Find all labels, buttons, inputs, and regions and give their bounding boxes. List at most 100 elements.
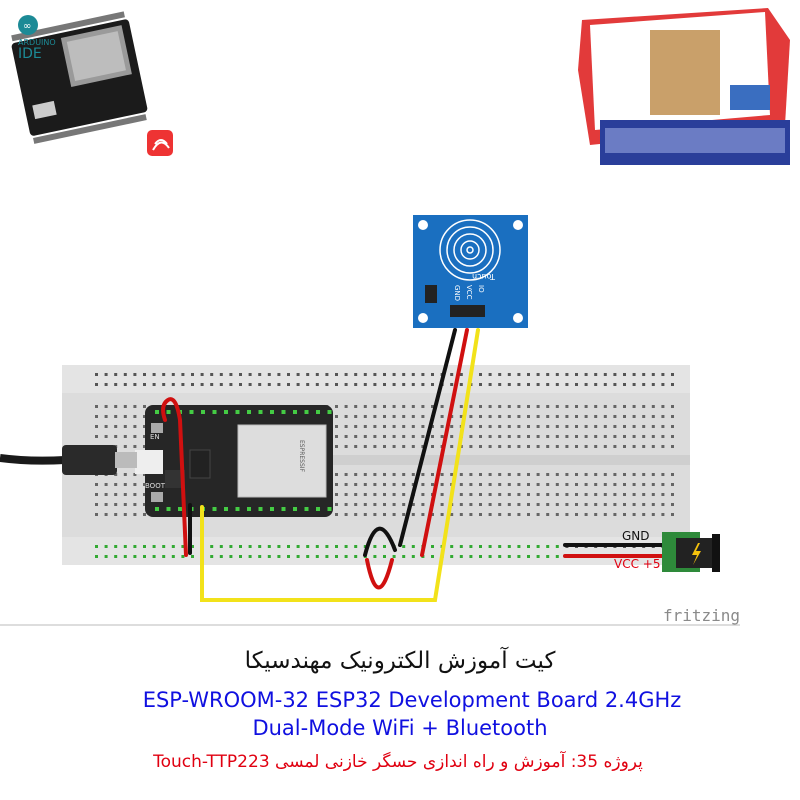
breadboard-hole bbox=[335, 473, 338, 476]
boot-button[interactable] bbox=[151, 492, 163, 502]
breadboard-hole bbox=[575, 373, 578, 376]
breadboard-hole bbox=[114, 373, 118, 376]
breadboard-hole bbox=[306, 545, 310, 548]
breadboard-hole bbox=[258, 555, 262, 558]
breadboard-hole bbox=[411, 373, 415, 376]
breadboard-hole bbox=[603, 483, 607, 486]
breadboard-hole bbox=[344, 405, 348, 408]
breadboard-hole bbox=[671, 473, 674, 476]
breadboard-hole bbox=[565, 405, 569, 408]
breadboard-hole bbox=[258, 383, 262, 386]
breadboard-hole bbox=[594, 445, 598, 448]
en-button[interactable] bbox=[151, 423, 163, 433]
breadboard-hole bbox=[440, 503, 444, 506]
breadboard-hole bbox=[114, 545, 118, 548]
breadboard-hole bbox=[584, 405, 588, 408]
breadboard-hole bbox=[354, 373, 358, 376]
breadboard-hole bbox=[95, 435, 98, 438]
breadboard-hole bbox=[133, 435, 137, 438]
breadboard-hole bbox=[623, 383, 626, 386]
breadboard-hole bbox=[507, 545, 511, 548]
breadboard-hole bbox=[594, 473, 598, 476]
breadboard-hole bbox=[431, 425, 434, 428]
breadboard-hole bbox=[661, 435, 665, 438]
breadboard-hole bbox=[651, 445, 655, 448]
breadboard-hole bbox=[354, 483, 358, 486]
breadboard-hole bbox=[479, 473, 482, 476]
breadboard-hole bbox=[402, 405, 406, 408]
breadboard-hole bbox=[661, 483, 665, 486]
breadboard-hole bbox=[613, 513, 617, 516]
breadboard-hole bbox=[498, 383, 502, 386]
breadboard-hole bbox=[498, 373, 502, 376]
breadboard-hole bbox=[258, 545, 262, 548]
breadboard-hole bbox=[661, 493, 665, 496]
breadboard-hole bbox=[469, 435, 473, 438]
breadboard-hole bbox=[229, 383, 233, 386]
breadboard-hole bbox=[517, 493, 521, 496]
breadboard-hole bbox=[123, 483, 127, 486]
breadboard-hole bbox=[411, 545, 415, 548]
breadboard-hole bbox=[613, 405, 617, 408]
breadboard-hole bbox=[133, 473, 137, 476]
breadboard-hole bbox=[613, 483, 617, 486]
breadboard-hole bbox=[392, 483, 396, 486]
breadboard-hole bbox=[623, 415, 626, 418]
breadboard-hole bbox=[546, 473, 550, 476]
breadboard-hole bbox=[459, 405, 463, 408]
breadboard-hole bbox=[421, 473, 425, 476]
breadboard-hole bbox=[421, 415, 425, 418]
kit-title-fa: کیت آموزش الکترونیک مهندسیکا bbox=[244, 648, 556, 674]
breadboard-hole bbox=[575, 483, 578, 486]
breadboard-hole bbox=[392, 473, 396, 476]
breadboard-hole bbox=[546, 445, 550, 448]
breadboard-hole bbox=[335, 435, 338, 438]
breadboard-hole bbox=[354, 545, 358, 548]
breadboard-hole bbox=[555, 513, 559, 516]
breadboard-hole bbox=[527, 483, 530, 486]
esp-pin bbox=[155, 410, 159, 414]
breadboard-hole bbox=[383, 415, 386, 418]
breadboard-hole bbox=[421, 405, 425, 408]
breadboard-hole bbox=[123, 473, 127, 476]
breadboard-hole bbox=[133, 415, 137, 418]
breadboard-hole bbox=[671, 415, 674, 418]
breadboard-hole bbox=[623, 513, 626, 516]
breadboard-hole bbox=[181, 373, 185, 376]
breadboard-hole bbox=[354, 445, 358, 448]
breadboard-hole bbox=[114, 555, 118, 558]
esp-pin bbox=[212, 410, 217, 414]
svg-text:EN: EN bbox=[150, 433, 160, 441]
breadboard-hole bbox=[411, 405, 415, 408]
breadboard-hole bbox=[181, 545, 185, 548]
signal-wire bbox=[200, 328, 480, 602]
lightning-icon bbox=[692, 543, 701, 565]
breadboard-hole bbox=[651, 503, 655, 506]
breadboard-hole bbox=[402, 503, 406, 506]
breadboard-hole bbox=[421, 483, 425, 486]
breadboard-hole bbox=[594, 503, 598, 506]
esp-pin bbox=[235, 410, 240, 414]
breadboard-hole bbox=[555, 473, 559, 476]
breadboard-hole bbox=[402, 425, 406, 428]
breadboard-hole bbox=[383, 425, 386, 428]
breadboard-hole bbox=[315, 383, 319, 386]
breadboard-hole bbox=[114, 473, 118, 476]
breadboard-hole bbox=[344, 503, 348, 506]
breadboard-hole bbox=[335, 405, 338, 408]
svg-text:GND: GND bbox=[453, 285, 461, 301]
esp-3v3-wire bbox=[161, 397, 188, 557]
breadboard-hole bbox=[584, 513, 588, 516]
breadboard-hole bbox=[575, 445, 578, 448]
breadboard-hole bbox=[152, 555, 156, 558]
breadboard-hole bbox=[104, 483, 108, 486]
breadboard-hole bbox=[661, 503, 665, 506]
kit-box-photo bbox=[578, 8, 790, 165]
breadboard-hole bbox=[479, 555, 482, 558]
breadboard-hole bbox=[114, 435, 118, 438]
breadboard-hole bbox=[661, 405, 665, 408]
breadboard-hole bbox=[392, 405, 396, 408]
breadboard-hole bbox=[613, 373, 617, 376]
breadboard-hole bbox=[143, 445, 146, 448]
breadboard-hole bbox=[555, 425, 559, 428]
